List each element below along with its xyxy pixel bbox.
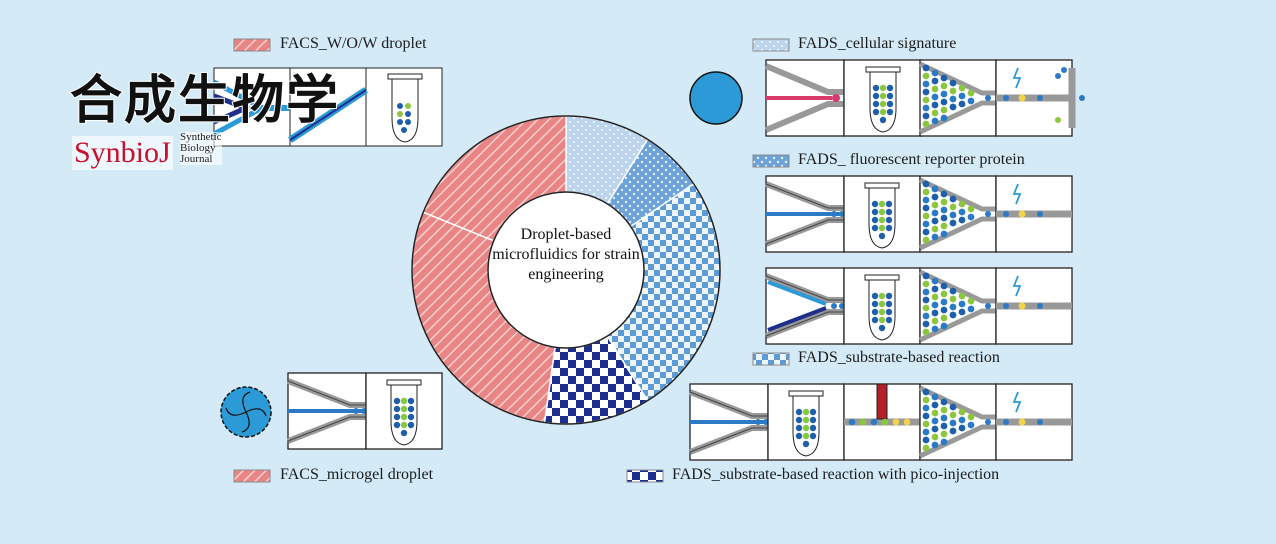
legend-cellular: FADS_cellular signature <box>798 35 957 52</box>
donut-outline <box>411 115 721 425</box>
journal-brand: SynbioJ <box>72 136 173 170</box>
legend-swatch-fluorescent <box>752 154 790 168</box>
panel-strip-microgel <box>286 372 443 450</box>
panel-strip-pico <box>688 383 1073 461</box>
donut-hole <box>487 191 645 349</box>
legend-pico: FADS_substrate-based reaction with pico-… <box>672 466 1000 483</box>
donut-chart <box>411 115 721 425</box>
legend-microgel: FACS_microgel droplet <box>280 466 434 483</box>
legend-swatch-wow <box>233 38 271 52</box>
center-label: Droplet-based microfluidics for strain e… <box>492 226 640 283</box>
journal-brand-sub: Synthetic Biology Journal <box>180 131 222 165</box>
panel-strip-substrate <box>764 267 1073 345</box>
legend-swatch-microgel <box>233 469 271 483</box>
legend-swatch-substrate <box>752 352 790 366</box>
legend-swatch-pico <box>626 469 664 483</box>
legend-wow: FACS_W/O/W droplet <box>280 35 427 52</box>
legend-swatch-cellular <box>752 38 790 52</box>
legend-fluorescent: FADS_ fluorescent reporter protein <box>798 151 1025 168</box>
microgel-bead-icon <box>220 386 272 438</box>
legend-substrate: FADS_substrate-based reaction <box>798 349 1000 366</box>
cell-icon <box>689 71 743 125</box>
panel-strip-cellular <box>764 59 1085 137</box>
journal-title-cn: 合成生物学 <box>69 70 341 132</box>
tube-wow <box>387 73 423 143</box>
panel-strip-fluorescent <box>764 175 1073 253</box>
